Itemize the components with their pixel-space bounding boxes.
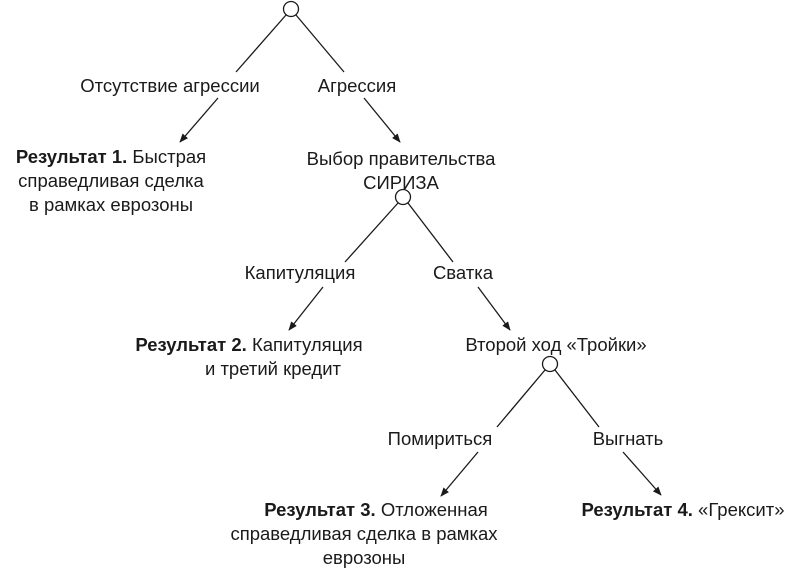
result-1-line3: в рамках еврозоны	[29, 194, 193, 215]
label-aggression: Агрессия	[318, 75, 397, 96]
arrow-to-result4	[622, 451, 662, 496]
edge-troika-left	[496, 369, 546, 428]
result-3-line2: справедливая сделка в рамках	[230, 523, 498, 544]
label-no-aggression: Отсутствие агрессии	[80, 75, 260, 96]
edge-syriza-right	[407, 202, 454, 263]
root-decision-node	[282, 0, 300, 18]
arrow-to-result3	[440, 451, 479, 497]
result-2-line2: и третий кредит	[205, 358, 342, 379]
label-reconcile: Помириться	[388, 428, 493, 449]
syriza-decision-node	[394, 188, 412, 206]
result-3: Результат 3. Отложенная	[264, 499, 488, 520]
troika-move-title: Второй ход «Тройки»	[465, 334, 646, 355]
edge-troika-right	[554, 369, 600, 428]
arrow-to-result1	[179, 97, 219, 143]
result-1: Результат 1. Быстрая	[16, 146, 206, 167]
result-2: Результат 2. Капитуляция	[135, 334, 362, 355]
label-expel: Выгнать	[593, 428, 664, 449]
syriza-choice-title-line2: СИРИЗА	[363, 172, 439, 193]
result-3-line3: еврозоны	[323, 547, 406, 568]
label-capitulation: Капитуляция	[245, 262, 356, 283]
label-showdown: Сватка	[433, 262, 494, 283]
result-1-line2: справедливая сделка	[18, 170, 204, 191]
troika-decision-node	[541, 355, 559, 373]
syriza-choice-title: Выбор правительства	[307, 148, 496, 169]
edge-root-right	[295, 14, 345, 73]
edge-syriza-left	[344, 202, 399, 263]
arrow-to-troika	[477, 286, 511, 331]
arrow-to-result2	[288, 286, 324, 331]
arrow-to-syriza	[363, 97, 401, 143]
result-4: Результат 4. «Грексит»	[581, 499, 784, 520]
edge-root-left	[235, 14, 287, 73]
